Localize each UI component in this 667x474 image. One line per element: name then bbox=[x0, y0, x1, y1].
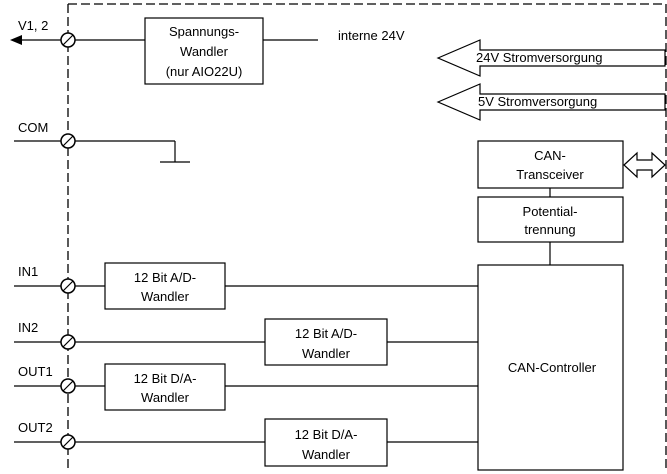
can-controller: CAN-Controller bbox=[477, 264, 624, 471]
dac-1: 12 Bit D/A- Wandler bbox=[104, 363, 226, 411]
adc-1-line2: Wandler bbox=[141, 289, 190, 304]
terminal-out2: OUT2 bbox=[14, 420, 265, 450]
voltage-converter-line3: (nur AIO22U) bbox=[166, 64, 243, 79]
dac-2: 12 Bit D/A- Wandler bbox=[264, 418, 388, 467]
terminal-out1-label: OUT1 bbox=[18, 364, 53, 379]
module-border bbox=[67, 3, 667, 472]
dac-2-line2: Wandler bbox=[302, 447, 351, 462]
terminal-com-label: COM bbox=[18, 120, 48, 135]
can-controller-label: CAN-Controller bbox=[508, 360, 597, 375]
can-transceiver: CAN- Transceiver bbox=[477, 140, 624, 189]
adc-1-line1: 12 Bit A/D- bbox=[134, 270, 196, 285]
terminal-v12-label: V1, 2 bbox=[18, 18, 48, 33]
terminal-in2-label: IN2 bbox=[18, 320, 38, 335]
dac-1-line1: 12 Bit D/A- bbox=[134, 371, 197, 386]
terminal-v12: V1, 2 bbox=[10, 18, 145, 48]
dac-2-line1: 12 Bit D/A- bbox=[295, 427, 358, 442]
potential-isolation-line2: trennung bbox=[524, 222, 575, 237]
potential-isolation: Potential- trennung bbox=[477, 196, 624, 243]
adc-2: 12 Bit A/D- Wandler bbox=[264, 318, 388, 366]
can-transceiver-line1: CAN- bbox=[534, 148, 566, 163]
potential-isolation-line1: Potential- bbox=[523, 204, 578, 219]
adc-2-line1: 12 Bit A/D- bbox=[295, 326, 357, 341]
output-arrow-icon bbox=[10, 35, 22, 45]
terminal-in1-label: IN1 bbox=[18, 264, 38, 279]
supply-5v-label: 5V Stromversorgung bbox=[478, 94, 597, 109]
can-transceiver-line2: Transceiver bbox=[516, 167, 584, 182]
can-bus-double-arrow-icon bbox=[623, 151, 666, 179]
terminal-in1: IN1 bbox=[14, 264, 105, 294]
voltage-converter-line2: Wandler bbox=[180, 44, 229, 59]
terminal-in2: IN2 bbox=[14, 320, 265, 350]
dac-1-line2: Wandler bbox=[141, 390, 190, 405]
supply-24v-label: 24V Stromversorgung bbox=[476, 50, 602, 65]
voltage-converter-line1: Spannungs- bbox=[169, 24, 239, 39]
internal-supply-label: interne 24V bbox=[338, 28, 405, 43]
supply-5v-arrow: 5V Stromversorgung bbox=[436, 83, 666, 121]
terminal-out1: OUT1 bbox=[14, 364, 105, 394]
voltage-converter: Spannungs- Wandler (nur AIO22U) bbox=[144, 17, 264, 85]
adc-2-line2: Wandler bbox=[302, 346, 351, 361]
terminal-out2-label: OUT2 bbox=[18, 420, 53, 435]
supply-24v-arrow: 24V Stromversorgung bbox=[436, 39, 666, 77]
adc-1: 12 Bit A/D- Wandler bbox=[104, 262, 226, 310]
terminal-com: COM bbox=[14, 120, 190, 163]
